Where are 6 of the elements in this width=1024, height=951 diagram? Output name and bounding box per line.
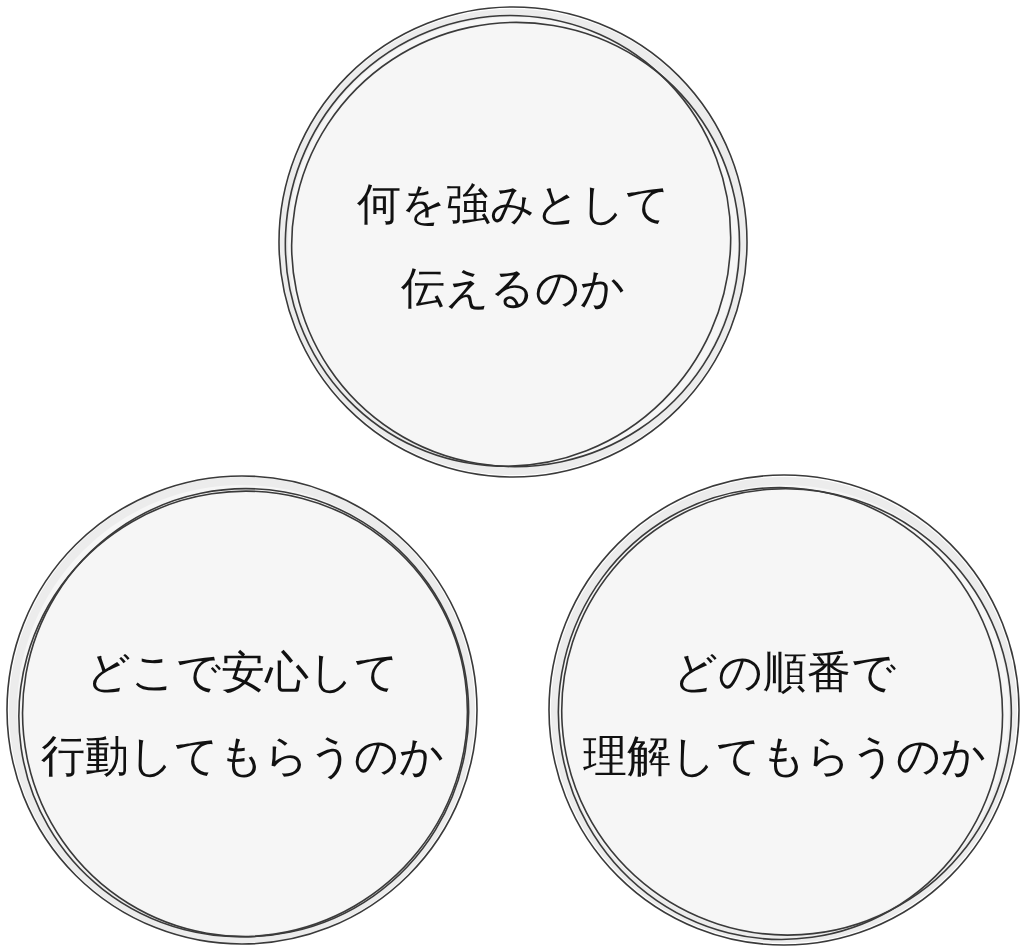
node-label: どこで安心して行動してもらうのか (40, 645, 444, 783)
circle-node (546, 472, 1022, 948)
node-label: どの順番で理解してもらうのか (582, 645, 986, 783)
circle-node (275, 4, 751, 480)
circle-node (4, 472, 480, 948)
node-label: 何を強みとして伝えるのか (356, 177, 670, 315)
